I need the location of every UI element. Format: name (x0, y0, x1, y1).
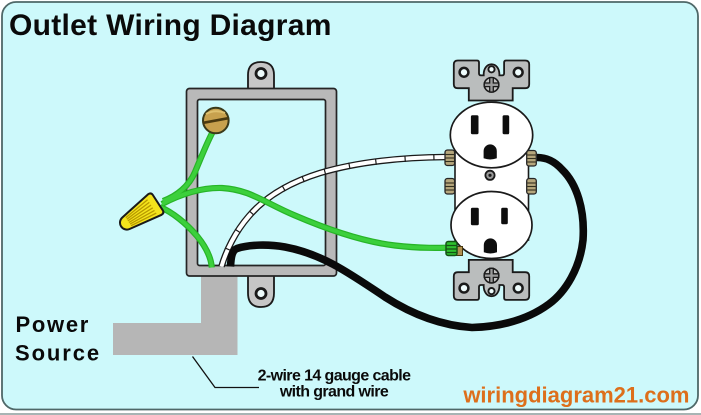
svg-text:Outlet Wiring Diagram: Outlet Wiring Diagram (9, 9, 332, 42)
svg-text:with grand wire: with grand wire (279, 383, 389, 400)
svg-text:Source: Source (15, 340, 101, 365)
svg-text:2-wire 14 gauge cable: 2-wire 14 gauge cable (258, 367, 412, 384)
svg-text:wiringdiagram21.com: wiringdiagram21.com (462, 382, 689, 407)
svg-text:Power: Power (16, 312, 91, 337)
